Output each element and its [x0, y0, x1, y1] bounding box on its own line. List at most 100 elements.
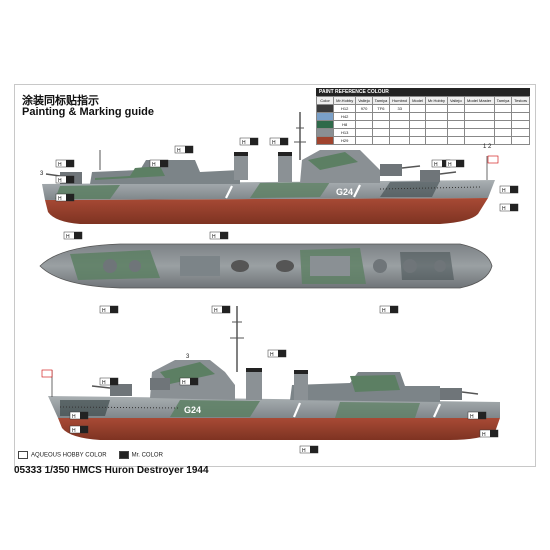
- paint-table-cell: [511, 136, 530, 145]
- funnel-fore: [278, 152, 292, 182]
- callout-box: H: [267, 349, 287, 358]
- bridge-top: [310, 256, 350, 276]
- hull-number: G24: [336, 187, 353, 197]
- gun-turret: [110, 384, 132, 396]
- funnel-cap: [234, 152, 248, 156]
- camo-patch: [160, 362, 215, 384]
- product-title: 05333 1/350 HMCS Huron Destroyer 1944: [14, 465, 209, 476]
- legend-mr: Mr. COLOR: [118, 451, 163, 459]
- paint-table-cell: [409, 136, 426, 145]
- legend-aqueous-label: AQUEOUS HOBBY COLOR: [31, 452, 107, 459]
- camo-patch: [95, 166, 165, 180]
- callout-box: H: [269, 137, 289, 146]
- callout-label: H: [382, 308, 386, 314]
- funnel-aft: [294, 370, 308, 400]
- callout-box: H: [69, 425, 89, 434]
- camo-stripe: [353, 184, 361, 198]
- callout-box: H: [55, 159, 75, 168]
- callout-box: H: [63, 231, 83, 240]
- paint-table-cell: [493, 136, 513, 145]
- camo-patch: [350, 375, 400, 392]
- callout-box: H: [499, 185, 519, 194]
- camo-patch: [250, 182, 330, 198]
- paint-table-cell: [371, 136, 391, 145]
- callout-label: H: [502, 206, 506, 212]
- color-legend: AQUEOUS HOBBY COLOR Mr. COLOR: [18, 451, 163, 459]
- callout-number: 2: [488, 144, 492, 150]
- funnel-cap: [278, 152, 292, 156]
- callout-label: H: [448, 162, 452, 168]
- gun-turret: [420, 170, 440, 182]
- callout-box: H: [209, 231, 229, 240]
- gun-barrel: [45, 173, 61, 177]
- callout-label: H: [434, 162, 438, 168]
- gun-turret: [380, 164, 402, 176]
- callout-label: H: [58, 162, 62, 168]
- callout-box: H: [69, 411, 89, 420]
- callout-label: H: [470, 414, 474, 420]
- funnel-cap: [294, 370, 308, 374]
- hull-number: G24: [184, 405, 201, 415]
- gun-turret: [440, 388, 462, 400]
- paint-table-row: H42: [316, 112, 530, 121]
- portholes: [59, 406, 181, 409]
- funnel-aft: [234, 152, 248, 180]
- legend-mr-label: Mr. COLOR: [131, 452, 163, 459]
- turret-top: [373, 259, 387, 273]
- callout-label: H: [182, 380, 186, 386]
- turret-top: [434, 260, 446, 272]
- callout-box: H: [174, 145, 194, 154]
- callout-label: H: [177, 148, 181, 154]
- callout-box: H: [99, 305, 119, 314]
- funnel-fore: [246, 368, 262, 400]
- callout-box: H: [211, 305, 231, 314]
- callout-box: H: [479, 429, 499, 438]
- callout-box: H: [55, 193, 75, 202]
- callout-label: H: [72, 414, 76, 420]
- deck-camo: [400, 252, 454, 280]
- hull-bottom-red: [58, 418, 500, 440]
- paint-table-title: PAINT REFERENCE COLOUR: [316, 88, 530, 96]
- funnel-top: [231, 260, 249, 272]
- callout-box: H: [99, 377, 119, 386]
- callout-label: H: [102, 380, 106, 386]
- callout-box: H: [149, 159, 169, 168]
- callout-label: H: [66, 234, 70, 240]
- ensign-flag: [41, 369, 53, 378]
- gun-barrel: [461, 391, 479, 395]
- camo-patch: [380, 181, 440, 197]
- legend-aqueous: AQUEOUS HOBBY COLOR: [18, 451, 107, 459]
- callout-box: H: [445, 159, 465, 168]
- turret-top: [129, 260, 141, 272]
- callout-label: H: [502, 188, 506, 194]
- callout-label: H: [482, 432, 486, 438]
- callout-label: H: [214, 308, 218, 314]
- callout-label: H: [242, 140, 246, 146]
- ship-plan-view: [39, 243, 493, 289]
- deck-structure: [180, 256, 220, 276]
- ensign-flag: [487, 155, 499, 164]
- camo-patch: [170, 400, 260, 417]
- guide-title-chinese: 涂装同标贴指示: [22, 94, 99, 107]
- hull-bottom-red: [45, 198, 488, 224]
- gun-barrel: [91, 385, 111, 389]
- paint-table-row: H8: [316, 120, 530, 129]
- paint-table-cell: [447, 136, 465, 145]
- callout-number: 3: [40, 171, 44, 177]
- funnel-cap: [246, 368, 262, 372]
- callout-box: H: [55, 175, 75, 184]
- callout-number: 1: [483, 144, 487, 150]
- callout-label: H: [58, 196, 62, 202]
- guide-title: Painting & Marking guide: [22, 106, 155, 118]
- callout-number: 3: [186, 354, 190, 360]
- callout-box: H: [379, 305, 399, 314]
- callout-label: H: [102, 308, 106, 314]
- callout-box: H: [499, 203, 519, 212]
